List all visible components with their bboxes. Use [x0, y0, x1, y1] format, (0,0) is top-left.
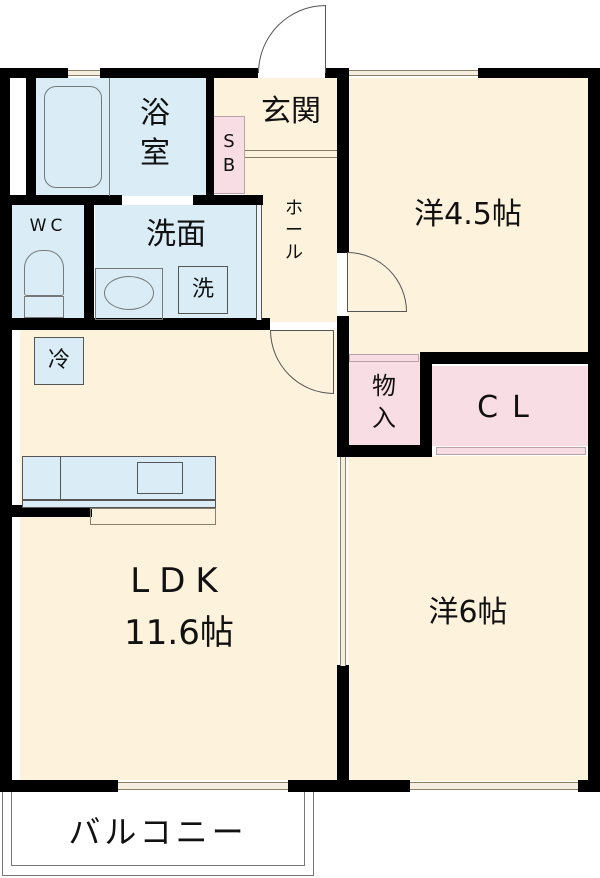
bath-label-1: 浴: [140, 96, 170, 131]
closet: [432, 366, 588, 446]
wall: [337, 68, 349, 253]
wall: [478, 68, 600, 78]
window: [349, 70, 478, 76]
toilet-tank: [24, 296, 64, 318]
ldk-label-1: LDK: [130, 561, 228, 601]
entrance-door-swing: [258, 5, 326, 73]
hall-label-2: ー: [285, 220, 303, 241]
sliding-door: [256, 205, 262, 320]
hall-label-3: ル: [285, 242, 303, 263]
shoe-box-label: S B: [213, 130, 245, 178]
fridge-icon: 冷: [34, 337, 84, 385]
balcony-inner: [11, 792, 305, 866]
balcony: バルコニー: [2, 792, 314, 876]
wall: [288, 780, 410, 792]
kitchen-sink: [137, 462, 183, 494]
storage-label-2: 入: [372, 404, 396, 432]
wall-gap: [10, 80, 26, 190]
shoe-box-label-2: B: [222, 155, 236, 176]
storage: [348, 356, 420, 446]
bathtub: [36, 78, 110, 196]
western-room-6: [348, 456, 588, 781]
hall-label-1: ホ: [285, 198, 303, 219]
wall: [0, 195, 12, 790]
ldk: [20, 330, 338, 780]
wall: [0, 318, 270, 330]
washer-label: 洗: [191, 277, 214, 302]
wall: [420, 352, 600, 364]
wall: [84, 205, 94, 323]
bath-label-2: 室: [140, 136, 170, 171]
bathtub-basin: [44, 86, 102, 188]
wall: [26, 68, 36, 198]
window: [118, 782, 288, 790]
wall: [420, 352, 432, 456]
window: [410, 782, 578, 790]
wall: [337, 445, 432, 457]
sink-bowl: [104, 276, 154, 310]
entrance-label: 玄関: [261, 94, 321, 129]
wall: [0, 505, 92, 517]
counter-edge: [22, 500, 216, 508]
wall: [337, 316, 349, 456]
bath-label: 浴 室: [120, 94, 190, 174]
hall-label: ホ ー ル: [282, 198, 306, 264]
bathroom: [28, 78, 208, 196]
storage-label: 物 入: [348, 370, 420, 434]
closet-label: CL: [477, 390, 543, 425]
wall: [0, 780, 118, 792]
entrance-step: [245, 150, 337, 158]
wash-basin: [95, 268, 163, 320]
wall: [588, 68, 600, 790]
sliding-door: [340, 456, 346, 666]
western-room-4-5-label: 洋4.5帖: [414, 197, 522, 232]
wall: [337, 665, 349, 790]
shoe-box-label-1: S: [223, 131, 235, 152]
fridge-label: 冷: [47, 348, 70, 373]
kitchen-counter: [22, 456, 216, 500]
counter-divider: [60, 456, 61, 500]
window: [68, 70, 100, 76]
wall: [578, 780, 600, 792]
balcony-label: バルコニー: [68, 813, 248, 851]
storage-label-1: 物: [372, 372, 396, 400]
storage-door: [349, 354, 419, 362]
wall: [206, 68, 214, 203]
wall: [100, 68, 258, 78]
washroom-label: 洗面: [146, 217, 206, 252]
closet-door: [436, 447, 586, 455]
ldk-label-2: 11.6帖: [124, 613, 234, 653]
ldk-label: LDK 11.6帖: [20, 555, 338, 659]
toilet-icon: [24, 250, 64, 296]
wc-label: WC: [29, 216, 67, 236]
wall: [193, 195, 263, 205]
washer-icon: 洗: [178, 266, 228, 314]
wall: [0, 195, 122, 205]
western-room-6-label: 洋6帖: [428, 595, 508, 630]
wall: [0, 68, 10, 198]
counter-overhang: [90, 508, 216, 525]
